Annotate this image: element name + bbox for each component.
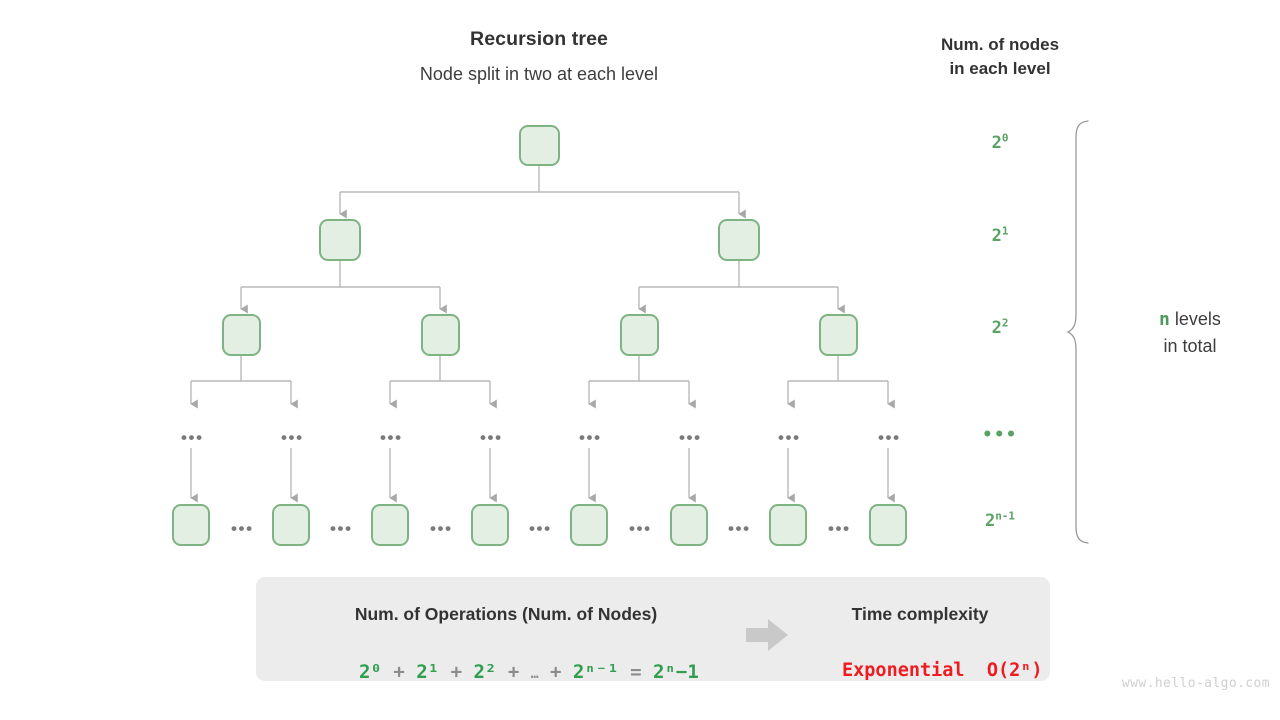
level-count-exponent: 2	[1001, 316, 1009, 330]
formula-term-0: 2⁰	[358, 661, 382, 683]
formula-term-4: 2ⁿ⁻¹	[572, 661, 619, 683]
total-levels-line-1: n levels	[1110, 306, 1270, 333]
formula-operator: +	[507, 661, 520, 683]
formula-ellipsis: …	[530, 667, 539, 682]
level-count-exponent: 1	[1001, 224, 1009, 238]
operations-formula: 2⁰ + 2¹ + 2² + … + 2ⁿ⁻¹ = 2ⁿ−1	[256, 639, 756, 705]
tree-node	[371, 504, 409, 546]
time-complexity-big-o: O(2ⁿ)	[986, 660, 1043, 681]
formula-result: 2ⁿ−1	[653, 661, 699, 683]
operations-title: Num. of Operations (Num. of Nodes)	[354, 604, 658, 624]
level-count-exponent: n-1	[995, 509, 1016, 523]
page-title: Recursion tree	[470, 28, 608, 50]
formula-operator: +	[550, 661, 562, 683]
formula-operator: +	[393, 661, 405, 683]
tree-node	[570, 504, 608, 546]
tree-node	[819, 314, 858, 356]
formula-equals: =	[630, 661, 642, 683]
ellipsis-marker: •••	[878, 428, 901, 447]
level-count-exponent: 0	[1001, 131, 1009, 145]
tree-node	[421, 314, 460, 356]
watermark: www.hello-algo.com	[1121, 676, 1270, 691]
right-heading-line-1: Num. of nodes	[940, 35, 1060, 54]
ellipsis-marker: •••	[231, 519, 254, 538]
right-heading-line-2: in each level	[949, 59, 1051, 78]
ellipsis-marker: •••	[480, 428, 503, 447]
summary-panel	[256, 577, 1050, 681]
ellipsis-marker: •••	[728, 519, 751, 538]
tree-node	[620, 314, 659, 356]
tree-node	[769, 504, 807, 546]
tree-node	[670, 504, 708, 546]
total-levels-text-1: levels	[1174, 309, 1221, 329]
tree-node	[222, 314, 261, 356]
time-complexity-value: Exponential O(2ⁿ)	[790, 639, 1050, 702]
recursion-tree-graphic	[190, 166, 895, 503]
levels-brace	[1066, 120, 1089, 544]
tree-node	[471, 504, 509, 546]
level-count-label-ellipsis: •••	[982, 425, 1018, 445]
level-count-label-2: 22	[940, 316, 1060, 338]
ellipsis-marker: •••	[629, 519, 652, 538]
level-count-base: 2	[991, 226, 1002, 246]
right-column-heading: Num. of nodes in each level	[900, 33, 1100, 81]
tree-node	[319, 219, 361, 261]
tree-node	[869, 504, 907, 546]
formula-term-2: 2²	[473, 661, 497, 683]
level-count-base: 2	[991, 318, 1002, 338]
page-subtitle: Node split in two at each level	[419, 64, 659, 84]
tree-node	[519, 125, 560, 166]
ellipsis-marker: •••	[181, 428, 204, 447]
ellipsis-marker: •••	[529, 519, 552, 538]
ellipsis-marker: •••	[828, 519, 851, 538]
level-count-label-1: 21	[940, 224, 1060, 246]
tree-node	[718, 219, 760, 261]
time-complexity-word: Exponential	[842, 660, 965, 681]
total-levels-label: n levels in total	[1110, 306, 1270, 360]
total-levels-variable: n	[1159, 309, 1170, 330]
level-count-label-last: 2n-1	[940, 509, 1060, 531]
ellipsis-marker: •••	[281, 428, 304, 447]
ellipsis-marker: •••	[679, 428, 702, 447]
tree-node	[272, 504, 310, 546]
formula-term-1: 2¹	[416, 661, 440, 683]
ellipsis-marker: •••	[330, 519, 353, 538]
ellipsis-marker: •••	[380, 428, 403, 447]
total-levels-line-2: in total	[1163, 336, 1217, 356]
time-complexity-title: Time complexity	[851, 604, 989, 624]
ellipsis-marker: •••	[430, 519, 453, 538]
ellipsis-marker: •••	[579, 428, 602, 447]
level-count-label-0: 20	[940, 131, 1060, 153]
tree-node	[172, 504, 210, 546]
formula-operator: +	[450, 661, 463, 683]
level-count-base: 2	[991, 133, 1002, 153]
arrow-right-icon	[746, 619, 788, 651]
level-count-base: 2	[984, 511, 996, 531]
ellipsis-marker: •••	[778, 428, 801, 447]
